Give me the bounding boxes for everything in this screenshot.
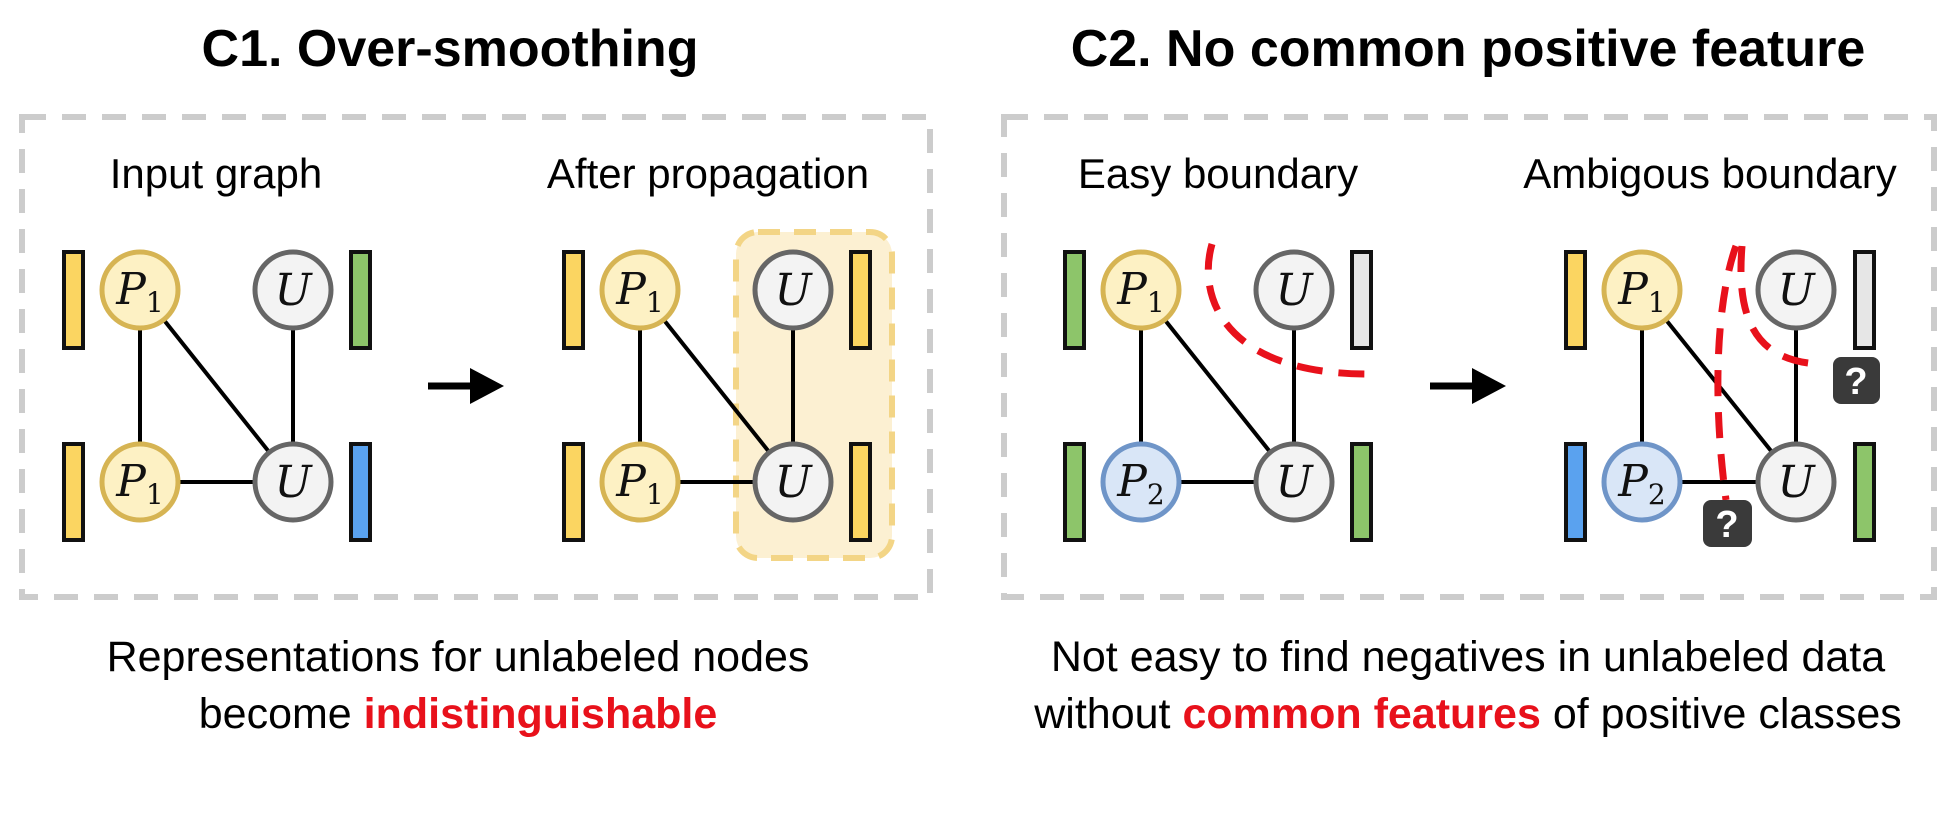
svg-text:U: U xyxy=(274,457,313,508)
positive-node-p1: P1 xyxy=(99,249,181,331)
feature-bar-yellow xyxy=(562,250,585,350)
positive-node-p1: P1 xyxy=(599,441,681,523)
panel-c1-title: C1. Over-smoothing xyxy=(202,20,699,78)
feature-bar-gray xyxy=(1350,250,1373,350)
svg-text:U: U xyxy=(1777,265,1816,316)
feature-bar-blue xyxy=(1564,442,1587,542)
caption-highlight: indistinguishable xyxy=(364,690,718,738)
after-propagation-label: After propagation xyxy=(547,150,869,197)
panel-c2-caption-line1: Not easy to find negatives in unlabeled … xyxy=(1051,633,1885,681)
svg-text:P2: P2 xyxy=(1116,456,1164,511)
panel-c1-caption-line1: Representations for unlabeled nodes xyxy=(107,633,810,681)
feature-bar-blue xyxy=(349,442,372,542)
svg-text:P2: P2 xyxy=(1617,456,1665,511)
decision-boundary xyxy=(1204,243,1375,378)
graph-edge xyxy=(1139,288,1296,484)
positive-node-p1: P1 xyxy=(99,441,181,523)
question-mark-icon: ? xyxy=(1703,500,1752,547)
unlabeled-node: U xyxy=(252,249,334,331)
svg-text:?: ? xyxy=(1844,361,1867,403)
feature-bar-yellow xyxy=(62,250,85,350)
panel-c1-caption-line2: become indistinguishable xyxy=(199,690,718,738)
positive-node-p1: P1 xyxy=(599,249,681,331)
feature-bar-green xyxy=(1063,250,1086,350)
svg-text:U: U xyxy=(1275,457,1314,508)
positive-node-p2: P2 xyxy=(1601,441,1683,523)
panel-c2-caption-line2: without common features of positive clas… xyxy=(1033,690,1902,738)
svg-text:?: ? xyxy=(1715,504,1738,546)
unlabeled-node: U xyxy=(1253,249,1335,331)
feature-bar-yellow xyxy=(849,442,872,542)
svg-text:U: U xyxy=(1275,265,1314,316)
unlabeled-node: U xyxy=(1755,441,1837,523)
feature-bar-green xyxy=(1853,442,1876,542)
feature-bar-gray xyxy=(1853,250,1876,350)
unlabeled-node: U xyxy=(1755,249,1837,331)
svg-text:P1: P1 xyxy=(1617,264,1665,319)
feature-bar-yellow xyxy=(1564,250,1587,350)
ambiguous-boundary-graph: P1 P2 U U ? ? xyxy=(1564,244,1880,547)
svg-text:P1: P1 xyxy=(1116,264,1164,319)
feature-bar-yellow xyxy=(849,250,872,350)
unlabeled-node: U xyxy=(752,249,834,331)
arrow-icon xyxy=(428,368,504,404)
svg-text:U: U xyxy=(274,265,313,316)
feature-bar-yellow xyxy=(562,442,585,542)
svg-text:P1: P1 xyxy=(615,264,663,319)
panel-c2-frame xyxy=(1001,114,1937,600)
feature-bar-green xyxy=(1063,442,1086,542)
graph-edge xyxy=(638,288,795,484)
svg-text:U: U xyxy=(774,457,813,508)
svg-text:P1: P1 xyxy=(115,264,163,319)
decision-boundary xyxy=(1714,244,1740,501)
svg-text:U: U xyxy=(774,265,813,316)
easy-boundary-label: Easy boundary xyxy=(1078,150,1358,197)
easy-boundary-graph: P1 P2 U U xyxy=(1063,243,1375,542)
caption-highlight: common features xyxy=(1182,690,1540,738)
positive-node-p1: P1 xyxy=(1100,249,1182,331)
panel-c1-frame xyxy=(19,114,933,600)
feature-bar-yellow xyxy=(62,442,85,542)
input-graph-label: Input graph xyxy=(110,150,323,197)
unlabeled-node: U xyxy=(752,441,834,523)
ambigous-boundary-label: Ambigous boundary xyxy=(1523,150,1897,197)
graph-edge xyxy=(138,288,295,484)
decision-boundary xyxy=(1737,245,1819,368)
panel-c2-title: C2. No common positive feature xyxy=(1071,20,1866,78)
unlabeled-node: U xyxy=(1253,441,1335,523)
svg-text:P1: P1 xyxy=(115,456,163,511)
positive-node-p1: P1 xyxy=(1601,249,1683,331)
arrow-icon xyxy=(1430,368,1506,404)
feature-bar-green xyxy=(1350,442,1373,542)
positive-node-p2: P2 xyxy=(1100,441,1182,523)
question-mark-icon: ? xyxy=(1833,357,1880,404)
svg-text:P1: P1 xyxy=(615,456,663,511)
unlabeled-node: U xyxy=(252,441,334,523)
feature-bar-green xyxy=(349,250,372,350)
input-graph: P1 P1 U U xyxy=(62,249,372,542)
propagated-graph: P1 P1 U U xyxy=(562,249,872,542)
svg-text:U: U xyxy=(1777,457,1816,508)
